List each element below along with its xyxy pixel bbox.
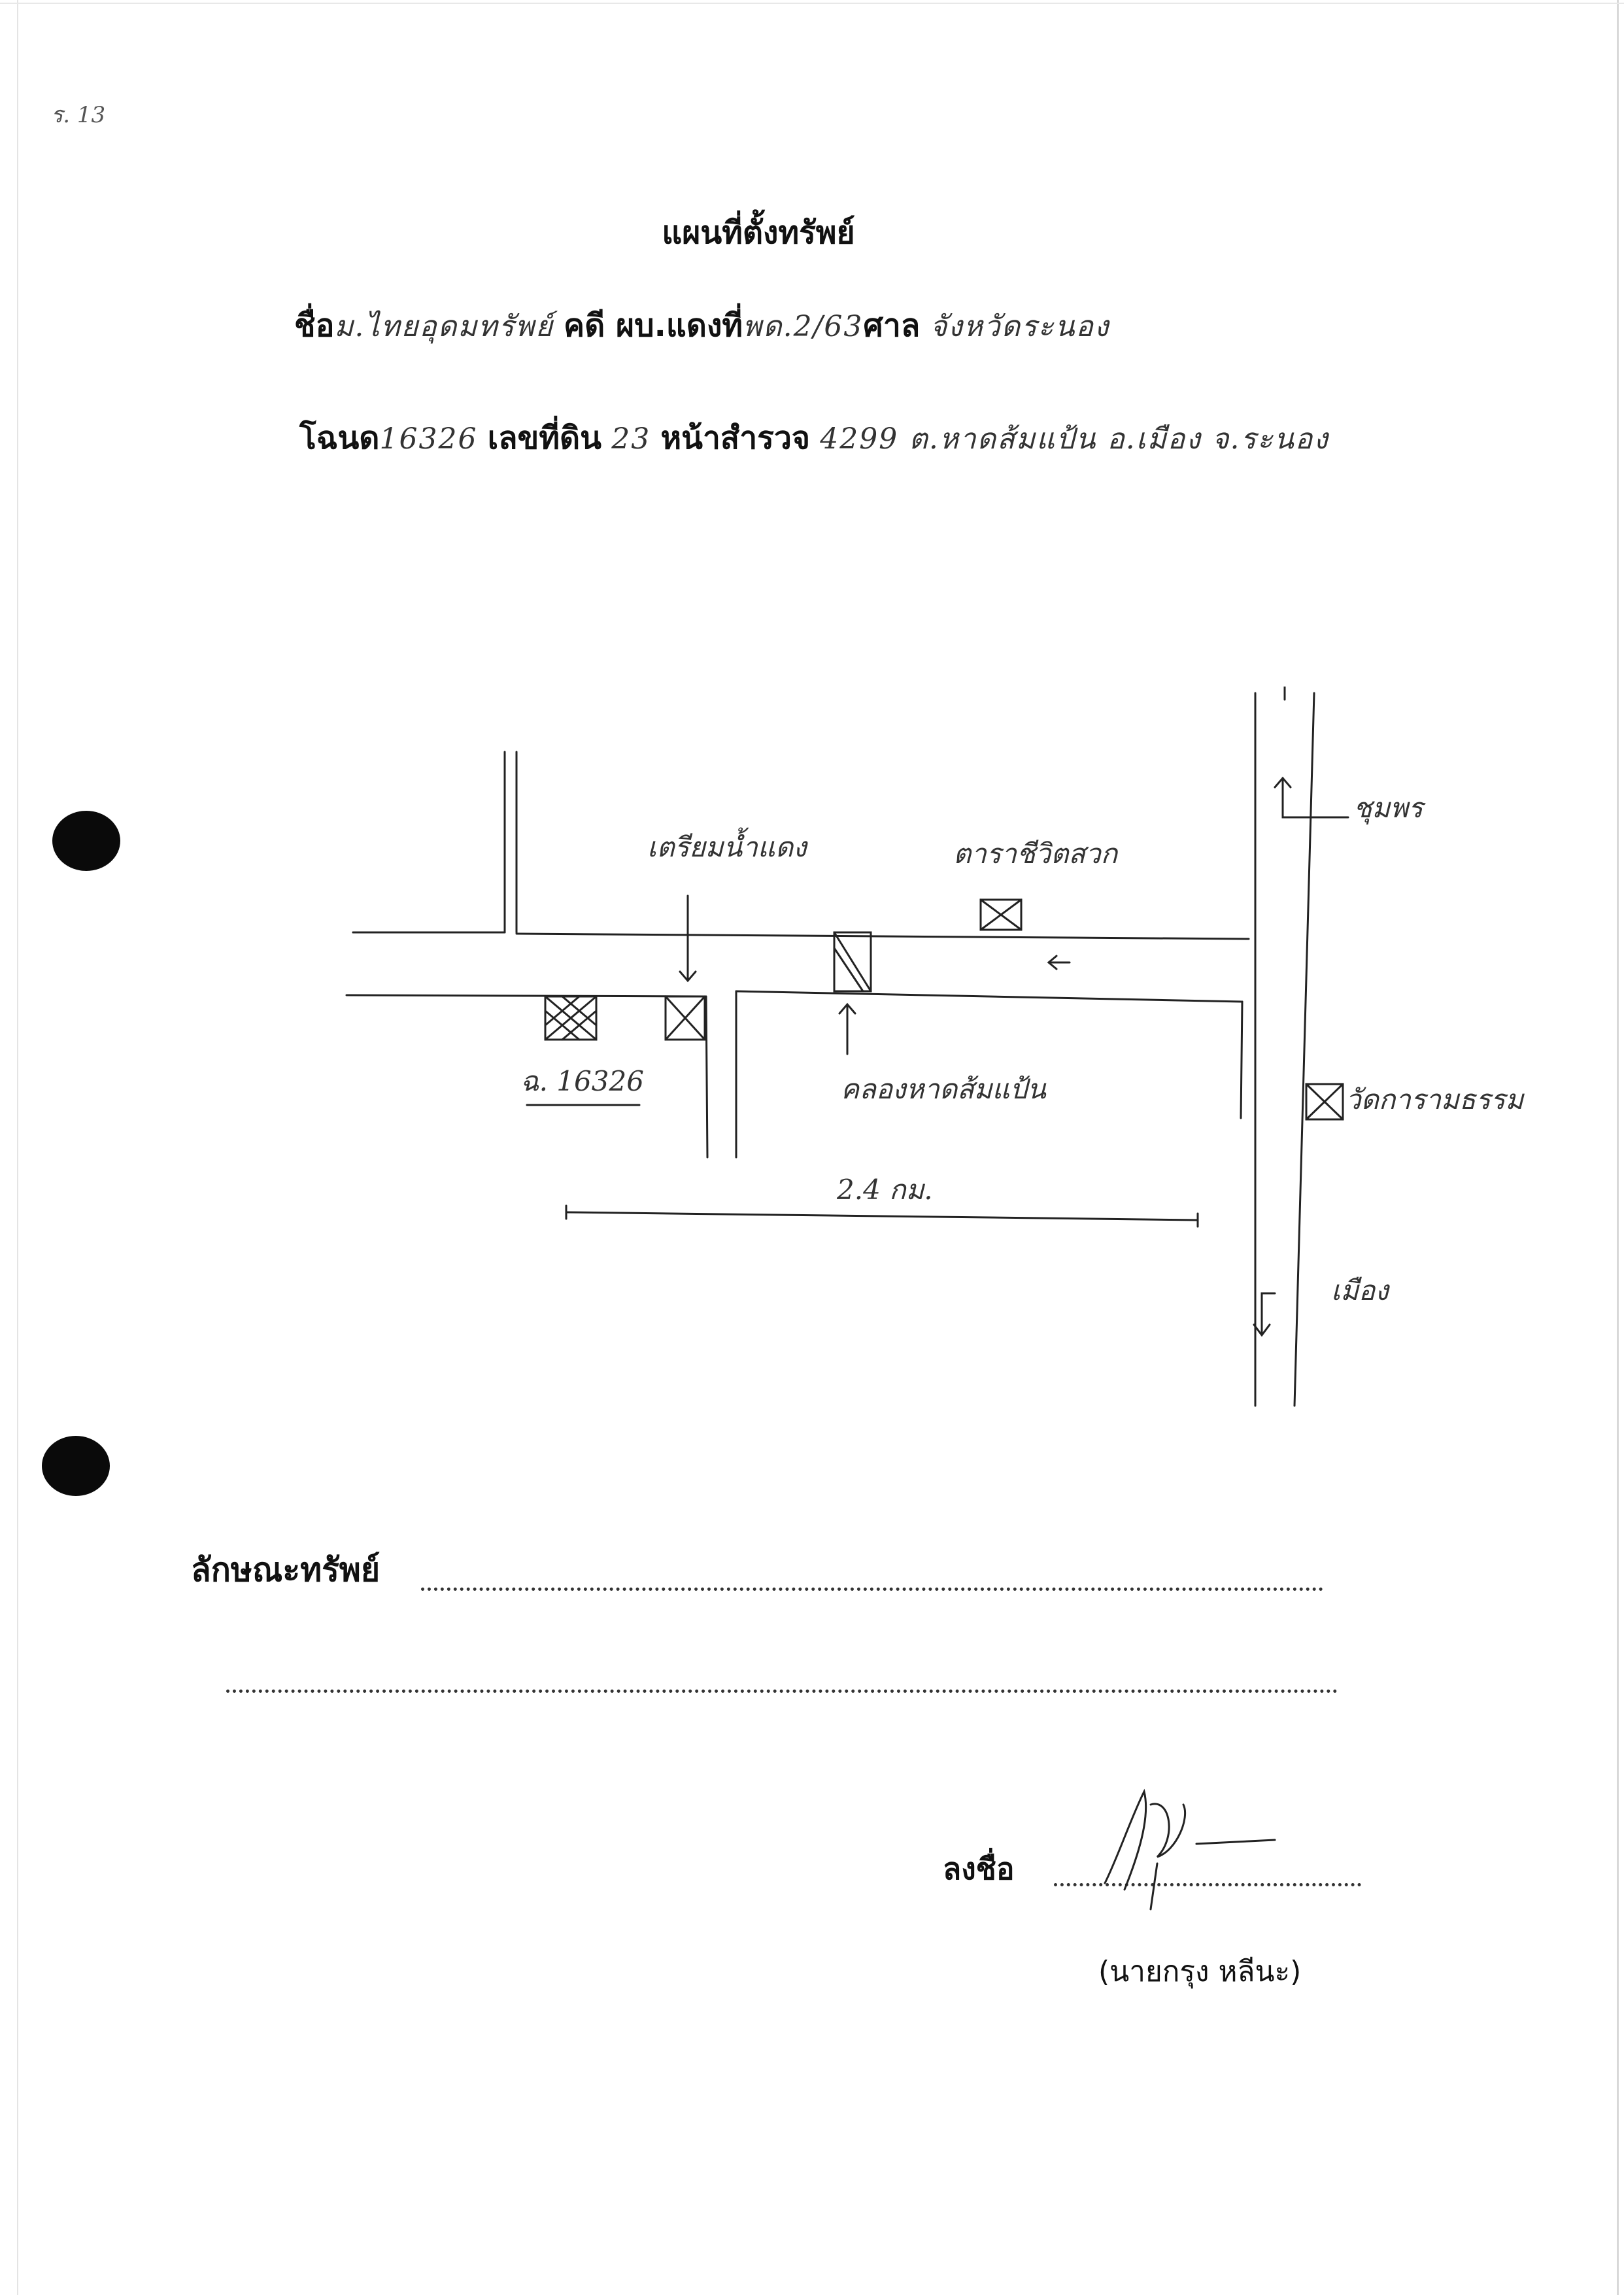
property-hatch (544, 995, 581, 1027)
case-label: คดี ผบ.แดงที่ (564, 307, 743, 344)
scan-edge (0, 3, 1624, 4)
label-temple: วัดการามธรรม (1345, 1083, 1525, 1115)
bridge-box (833, 931, 872, 993)
shop-marker (664, 995, 706, 1041)
scan-edge (1617, 0, 1619, 2295)
label-shop: เตรียมน้ำแดง (647, 827, 808, 863)
property-hatch (544, 995, 598, 1041)
location-map: ชุมพร เมือง เตรียมน้ำแดง ตาราชีวิตสวก คล… (345, 687, 1525, 1407)
case-value: พด.2/63 (743, 310, 864, 343)
punch-hole (42, 1436, 110, 1496)
court-value: จังหวัดระนอง (930, 310, 1110, 343)
signature-scribble (1104, 1788, 1276, 1911)
property-hatch (561, 1010, 598, 1041)
corner-note: ร. 13 (51, 102, 106, 128)
chumphon-arrow-head (1274, 776, 1292, 789)
label-canal: คลองหาดส้มแป้น (841, 1073, 1047, 1105)
punch-hole (52, 811, 120, 871)
label-chumphon: ชุมพร (1353, 792, 1426, 824)
survey-label: หน้าสำรวจ (660, 420, 811, 456)
shop-marker (664, 995, 706, 1041)
canal-road-left (705, 995, 709, 1159)
court-label: ศาล (863, 307, 921, 344)
land-no-label: เลขที่ดิน (487, 420, 601, 456)
shop-arrow-head (679, 970, 697, 983)
survey-value: 4299 ต.หาดส้มแป้น อ.เมือง จ.ระนอง (820, 422, 1329, 456)
station-marker (979, 898, 1023, 931)
property-line (421, 1588, 1323, 1591)
station-marker (979, 898, 1023, 931)
label-deed: ฉ. 16326 (520, 1065, 644, 1097)
direction-arrow-head (1047, 955, 1058, 970)
label-distance: 2.4 กม. (836, 1174, 933, 1206)
road-bottom-east-end (1240, 1000, 1243, 1119)
name-value: ม.ไทยอุดมทรัพย์ (334, 310, 554, 343)
highway-road-right (1293, 692, 1315, 1407)
road-bottom-west (345, 994, 707, 998)
temple-marker (1305, 1083, 1344, 1121)
property-line (226, 1690, 1338, 1693)
property-hatch (544, 1010, 581, 1041)
label-mueang: เมือง (1331, 1274, 1390, 1306)
name-case-row: ชื่อม.ไทยอุดมทรัพย์ คดี ผบ.แดงที่พด.2/63… (294, 301, 1109, 350)
bridge-hatch (833, 931, 872, 993)
sign-label: ลงชื่อ (943, 1851, 1015, 1886)
scan-edge (17, 0, 18, 2295)
mueang-arrow (1260, 1292, 1276, 1335)
temple-marker (1305, 1083, 1344, 1121)
property-plot (544, 995, 598, 1041)
signature-line (1054, 1883, 1361, 1886)
chumphon-arrow (1281, 777, 1349, 819)
property-hatch (561, 995, 598, 1027)
distance-line (565, 1211, 1199, 1221)
mueang-arrow-head (1253, 1323, 1271, 1337)
deed-label: โฉนด (299, 420, 380, 456)
label-station: ตาราชีวิตสวก (953, 838, 1119, 870)
property-label: ลักษณะทรัพย์ (191, 1551, 381, 1589)
deed-value: 16326 (379, 422, 478, 456)
page-title: แผนที่ตั้งทรัพย์ (662, 214, 855, 251)
road-bottom-east (735, 990, 1243, 1003)
land-no-value: 23 (611, 422, 651, 456)
canal-arrow-head (838, 1002, 856, 1015)
deed-row: โฉนด16326 เลขที่ดิน 23 หน้าสำรวจ 4299 ต.… (299, 413, 1329, 463)
road-top (515, 932, 1250, 940)
bridge-hatch (833, 947, 864, 993)
signer-name: (นายกรุง หลีนะ) (1098, 1955, 1302, 1988)
name-label: ชื่อ (294, 307, 335, 344)
